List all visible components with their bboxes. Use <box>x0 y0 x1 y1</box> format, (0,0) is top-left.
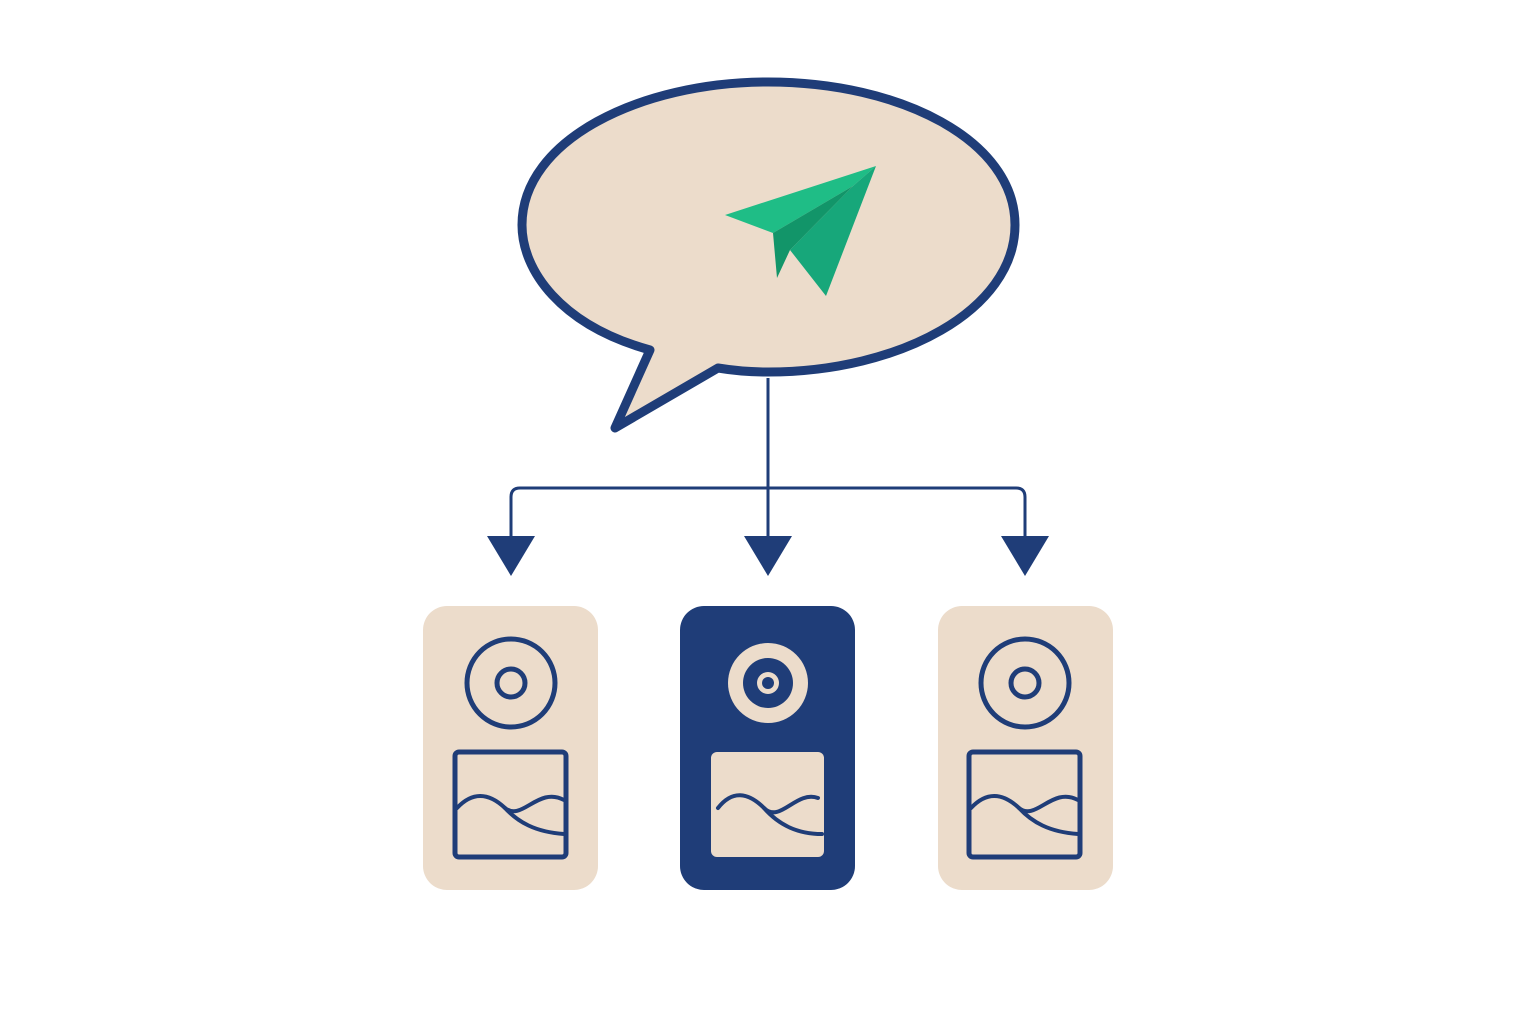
speech-bubble-shape <box>517 77 1020 433</box>
paper-plane-wing-left <box>725 166 876 233</box>
speech-bubble-icon <box>517 77 1020 433</box>
connector-lines <box>509 378 1027 540</box>
paper-plane-icon <box>725 166 876 296</box>
target-circle-icon <box>728 643 808 723</box>
image-wave-icon <box>966 749 1083 860</box>
card-center <box>680 606 855 890</box>
card-right <box>938 606 1113 890</box>
branch-line-horizontal <box>509 486 1027 540</box>
card-left-background <box>423 606 598 890</box>
target-circle-icon <box>978 636 1072 730</box>
paper-plane-fold <box>773 186 853 278</box>
image-wave-icon <box>452 749 569 860</box>
card-left <box>423 606 598 890</box>
arrowheads <box>487 536 1049 576</box>
arrowhead-left <box>487 536 535 576</box>
arrowhead-center <box>744 536 792 576</box>
image-wave-icon <box>711 752 824 857</box>
arrowhead-right <box>1001 536 1049 576</box>
paper-plane-wing-right <box>790 166 876 296</box>
card-right-background <box>938 606 1113 890</box>
target-circle-icon <box>464 636 558 730</box>
